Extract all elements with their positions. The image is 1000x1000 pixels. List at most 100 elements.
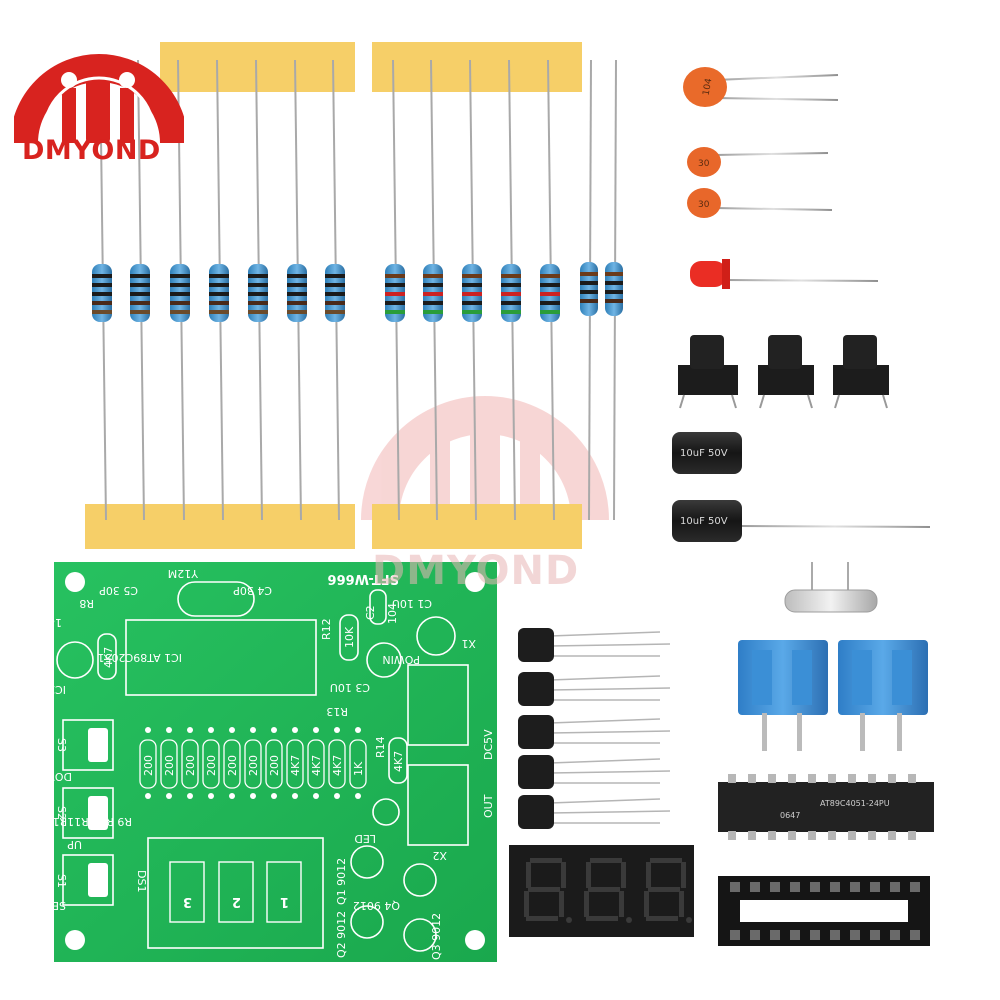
svg-text:Q2 9012: Q2 9012	[335, 911, 348, 958]
svg-text:LED: LED	[354, 832, 376, 845]
ic-pin	[868, 774, 876, 783]
pcb-resistor-footprint: 200	[223, 727, 241, 799]
svg-text:X2: X2	[432, 849, 447, 862]
ic-pin	[888, 831, 896, 840]
resistor-strip-right	[372, 42, 623, 549]
ic-pin	[848, 774, 856, 783]
ceramic-capacitor-30-b: 30	[687, 188, 833, 218]
svg-text:Q1 9012: Q1 9012	[335, 858, 348, 905]
socket-hole	[790, 930, 800, 940]
svg-text:S1: S1	[55, 874, 68, 888]
brand-logo	[10, 18, 188, 178]
svg-text:C3 10U: C3 10U	[330, 681, 370, 694]
ic-pin	[828, 774, 836, 783]
socket-hole	[790, 882, 800, 892]
ic-pin	[888, 774, 896, 783]
svg-text:30: 30	[698, 200, 710, 210]
svg-text:DOWN: DOWN	[36, 770, 72, 783]
svg-text:R13: R13	[326, 705, 348, 718]
socket-hole	[750, 930, 760, 940]
svg-text:30: 30	[698, 159, 710, 169]
transistors	[518, 628, 671, 829]
pcb-resistor-value: 200	[226, 755, 239, 776]
resistor	[385, 59, 405, 521]
svg-text:SET/POW: SET/POW	[15, 899, 66, 912]
svg-text:IC1 AT89C2051: IC1 AT89C2051	[98, 651, 182, 664]
microcontroller-ic: AT89C4051-24PU 0647	[718, 774, 934, 840]
resistor	[130, 59, 150, 521]
watermark-logo	[361, 396, 609, 521]
socket-hole	[870, 882, 880, 892]
ic-pin	[848, 831, 856, 840]
svg-text:C5 30P: C5 30P	[99, 584, 138, 597]
pcb-resistor-footprint: 200	[139, 727, 157, 799]
ic-pin	[908, 774, 916, 783]
svg-text:S2: S2	[55, 806, 68, 820]
svg-text:IC2: IC2	[48, 683, 66, 696]
pcb-resistor-footprint: 200	[265, 727, 283, 799]
svg-text:18B20: 18B20	[26, 616, 62, 629]
svg-text:UP: UP	[67, 838, 82, 851]
transistor	[518, 755, 671, 789]
svg-text:R9 R10 R11R1 R2 R3 R4 R5 R6 R7: R9 R10 R11R1 R2 R3 R4 R5 R6 R7	[0, 815, 132, 828]
socket-hole	[810, 882, 820, 892]
svg-text:10uF 50V: 10uF 50V	[680, 516, 728, 527]
svg-text:4K7: 4K7	[392, 751, 405, 772]
socket-hole	[890, 882, 900, 892]
svg-text:2: 2	[232, 894, 241, 909]
socket-hole	[770, 882, 780, 892]
svg-text:Q3 9012: Q3 9012	[430, 913, 443, 960]
ic-pin	[728, 774, 736, 783]
terminal-block-left	[738, 640, 828, 751]
transistor	[518, 672, 671, 706]
resistor	[287, 59, 307, 521]
pcb-resistor-footprint: 200	[181, 727, 199, 799]
svg-text:10uF 50V: 10uF 50V	[680, 448, 728, 459]
svg-text:Y12M: Y12M	[168, 567, 199, 580]
watermark-text: DMYOND	[372, 548, 580, 594]
svg-text:S3: S3	[55, 738, 68, 752]
resistor	[423, 59, 443, 521]
red-led	[690, 259, 879, 289]
socket-hole	[730, 930, 740, 940]
terminal-block-right	[838, 640, 928, 751]
socket-hole	[810, 930, 820, 940]
svg-text:104: 104	[702, 77, 715, 96]
svg-text:OUT: OUT	[482, 794, 495, 818]
ic-socket	[718, 876, 930, 946]
socket-hole	[910, 882, 920, 892]
pcb-resistor-value: 200	[142, 755, 155, 776]
resistor	[248, 59, 268, 521]
ic-pin	[908, 831, 916, 840]
pcb-resistor-value: 200	[268, 755, 281, 776]
display-digit	[584, 858, 632, 923]
pcb-resistor-value: 200	[163, 755, 176, 776]
ic-pin	[808, 831, 816, 840]
svg-text:10K: 10K	[343, 626, 356, 648]
crystal-oscillator	[784, 562, 878, 613]
svg-text:0647: 0647	[780, 811, 800, 820]
ic-pin	[748, 774, 756, 783]
electrolytic-capacitor-b: 10uF 50V	[672, 500, 931, 542]
pcb-resistor-value: 4K7	[289, 755, 302, 776]
svg-text:R14: R14	[374, 736, 387, 758]
pcb-resistor-value: 4K7	[310, 755, 323, 776]
pcb-resistor-footprint: 4K7	[286, 727, 304, 799]
ic-pin	[868, 831, 876, 840]
ceramic-capacitor-30-a: 30	[687, 147, 829, 177]
transistor	[518, 715, 671, 749]
svg-text:DC5V: DC5V	[482, 729, 495, 760]
resistor	[501, 59, 521, 521]
ic-pin	[788, 831, 796, 840]
pcb-resistor-value: 200	[184, 755, 197, 776]
resistor	[540, 59, 560, 521]
svg-text:SFT-W666: SFT-W666	[328, 571, 400, 586]
socket-hole	[730, 882, 740, 892]
resistor	[170, 59, 190, 521]
ceramic-capacitor-104: 104	[683, 67, 839, 107]
ic-pin	[808, 774, 816, 783]
brand-name: DMYOND	[22, 135, 161, 166]
svg-text:R12: R12	[320, 618, 333, 640]
ic-pin	[768, 774, 776, 783]
